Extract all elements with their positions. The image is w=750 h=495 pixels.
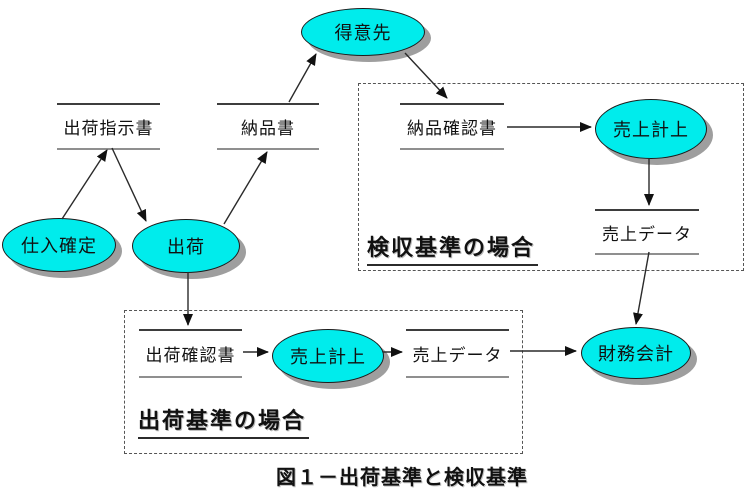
arrow-instruction-to-shipping bbox=[111, 147, 147, 222]
label-inspection-basis: 検収基準の場合 bbox=[367, 230, 539, 266]
label-shipping-basis: 出荷基準の場合 bbox=[138, 403, 310, 439]
node-purchase-confirm: 仕入確定 bbox=[2, 218, 116, 272]
node-sales-entry-inspection: 売上計上 bbox=[595, 99, 707, 159]
node-shipping-label: 出荷 bbox=[167, 237, 205, 257]
store-delivery-confirmation: 納品確認書 bbox=[400, 103, 504, 150]
region-shipping-basis bbox=[124, 310, 523, 454]
figure-caption: 図１－出荷基準と検収基準 bbox=[276, 467, 528, 489]
store-shipping-confirmation: 出荷確認書 bbox=[139, 329, 242, 378]
node-financial-accounting-label: 財務会計 bbox=[598, 344, 674, 364]
store-shipping-instruction: 出荷指示書 bbox=[57, 103, 160, 150]
arrow-purchase-to-instruction bbox=[61, 149, 108, 220]
arrow-delivery-slip-to-customer bbox=[288, 53, 317, 103]
store-delivery-slip-label: 納品書 bbox=[241, 119, 295, 138]
store-sales-data-inspection-label: 売上データ bbox=[602, 224, 692, 244]
store-sales-data-shipping: 売上データ bbox=[406, 329, 509, 378]
node-purchase-confirm-label: 仕入確定 bbox=[21, 236, 97, 256]
store-sales-data-inspection: 売上データ bbox=[595, 209, 699, 255]
store-delivery-slip: 納品書 bbox=[217, 103, 319, 150]
node-sales-entry-shipping-label: 売上計上 bbox=[290, 347, 366, 367]
store-shipping-instruction-label: 出荷指示書 bbox=[63, 119, 154, 138]
node-customer: 得意先 bbox=[301, 8, 425, 56]
node-shipping: 出荷 bbox=[132, 219, 240, 273]
node-sales-entry-shipping: 売上計上 bbox=[272, 329, 384, 383]
store-delivery-confirmation-label: 納品確認書 bbox=[407, 119, 497, 138]
node-customer-label: 得意先 bbox=[334, 23, 392, 43]
region-inspection-basis bbox=[358, 83, 744, 271]
arrow-shipping-to-delivery-slip bbox=[223, 151, 268, 225]
store-shipping-confirmation-label: 出荷確認書 bbox=[145, 346, 236, 365]
store-sales-data-shipping-label: 売上データ bbox=[412, 346, 503, 365]
node-financial-accounting: 財務会計 bbox=[581, 327, 691, 379]
node-sales-entry-inspection-label: 売上計上 bbox=[613, 120, 689, 140]
